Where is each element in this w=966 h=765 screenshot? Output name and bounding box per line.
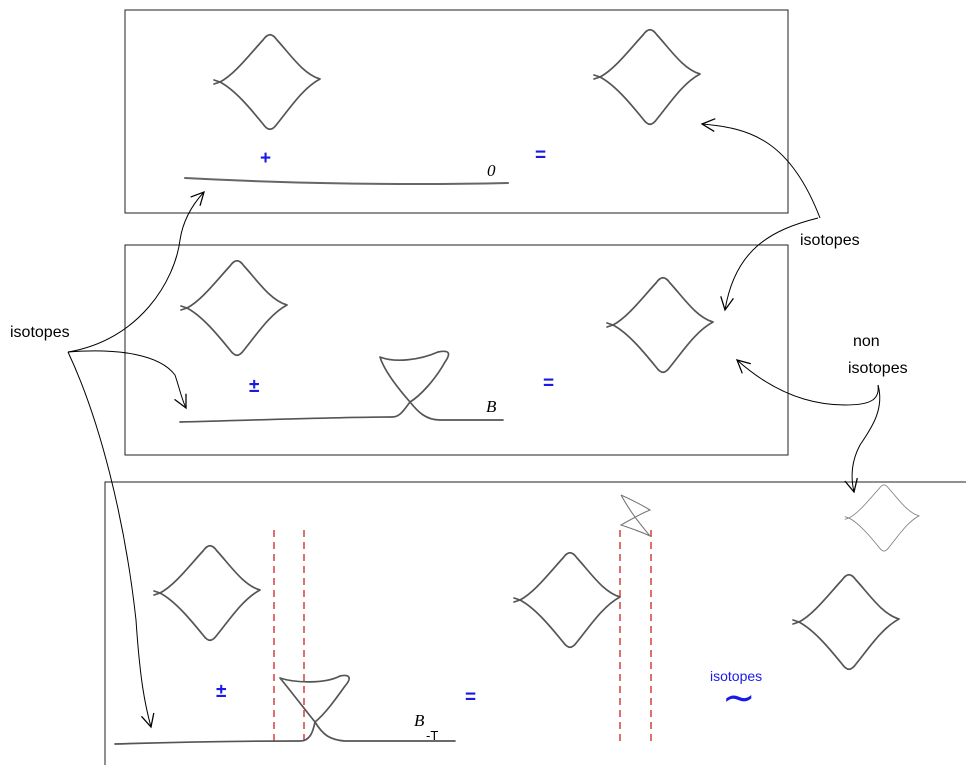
- tilde-symbol: ∼: [722, 676, 756, 720]
- isotopes-blue-label: isotopes: [710, 668, 762, 684]
- front-b-curve: [179, 350, 504, 423]
- front-lens-result: [606, 276, 714, 374]
- b-t-subscript: -T: [426, 728, 438, 743]
- arrow-to-panel-2-result: [720, 217, 819, 312]
- b-t-label: B: [414, 711, 425, 730]
- front-lens-left: [153, 544, 261, 642]
- panel-1-frame: [124, 9, 789, 214]
- panel-2: ± = B: [179, 259, 714, 423]
- front-b-t-curve: [114, 674, 456, 745]
- isotopes-label-right: isotopes: [800, 232, 860, 249]
- front-lens-result: [593, 28, 701, 126]
- plus-minus-operator: ±: [249, 376, 259, 397]
- panel-3-frame: [104, 481, 966, 765]
- equals-operator: =: [535, 145, 546, 166]
- isotopes-label-left: isotopes: [10, 324, 70, 341]
- front-lens-left: [180, 259, 288, 357]
- arrow-to-panel-3: [67, 351, 155, 729]
- zero-label: 0: [487, 161, 496, 180]
- front-lens-left: [213, 33, 321, 131]
- small-crossing-curve: [619, 494, 652, 537]
- panel-3: ± = B -T isotopes ∼: [114, 484, 920, 745]
- plus-minus-operator: ±: [216, 681, 226, 702]
- arrow-to-panel-2: [67, 350, 187, 410]
- panel-1: + = 0: [184, 28, 701, 186]
- arrow-to-panel-2-result-non: [735, 359, 879, 406]
- plus-operator: +: [260, 148, 271, 169]
- non-label: non: [853, 333, 880, 350]
- isotopes-label-non: isotopes: [848, 360, 908, 377]
- equals-operator: =: [465, 687, 476, 708]
- arrow-to-panel-3-small-lens: [844, 384, 881, 494]
- front-lens-middle: [513, 551, 621, 649]
- small-front-lens: [844, 484, 920, 552]
- panel-2-frame: [124, 244, 789, 456]
- arrow-to-panel-1: [67, 190, 205, 353]
- arrow-to-panel-1-result: [700, 118, 821, 219]
- b-label: B: [486, 397, 497, 416]
- front-lens-right: [792, 573, 900, 671]
- equals-operator: =: [543, 373, 554, 394]
- zero-front-line: [184, 177, 509, 186]
